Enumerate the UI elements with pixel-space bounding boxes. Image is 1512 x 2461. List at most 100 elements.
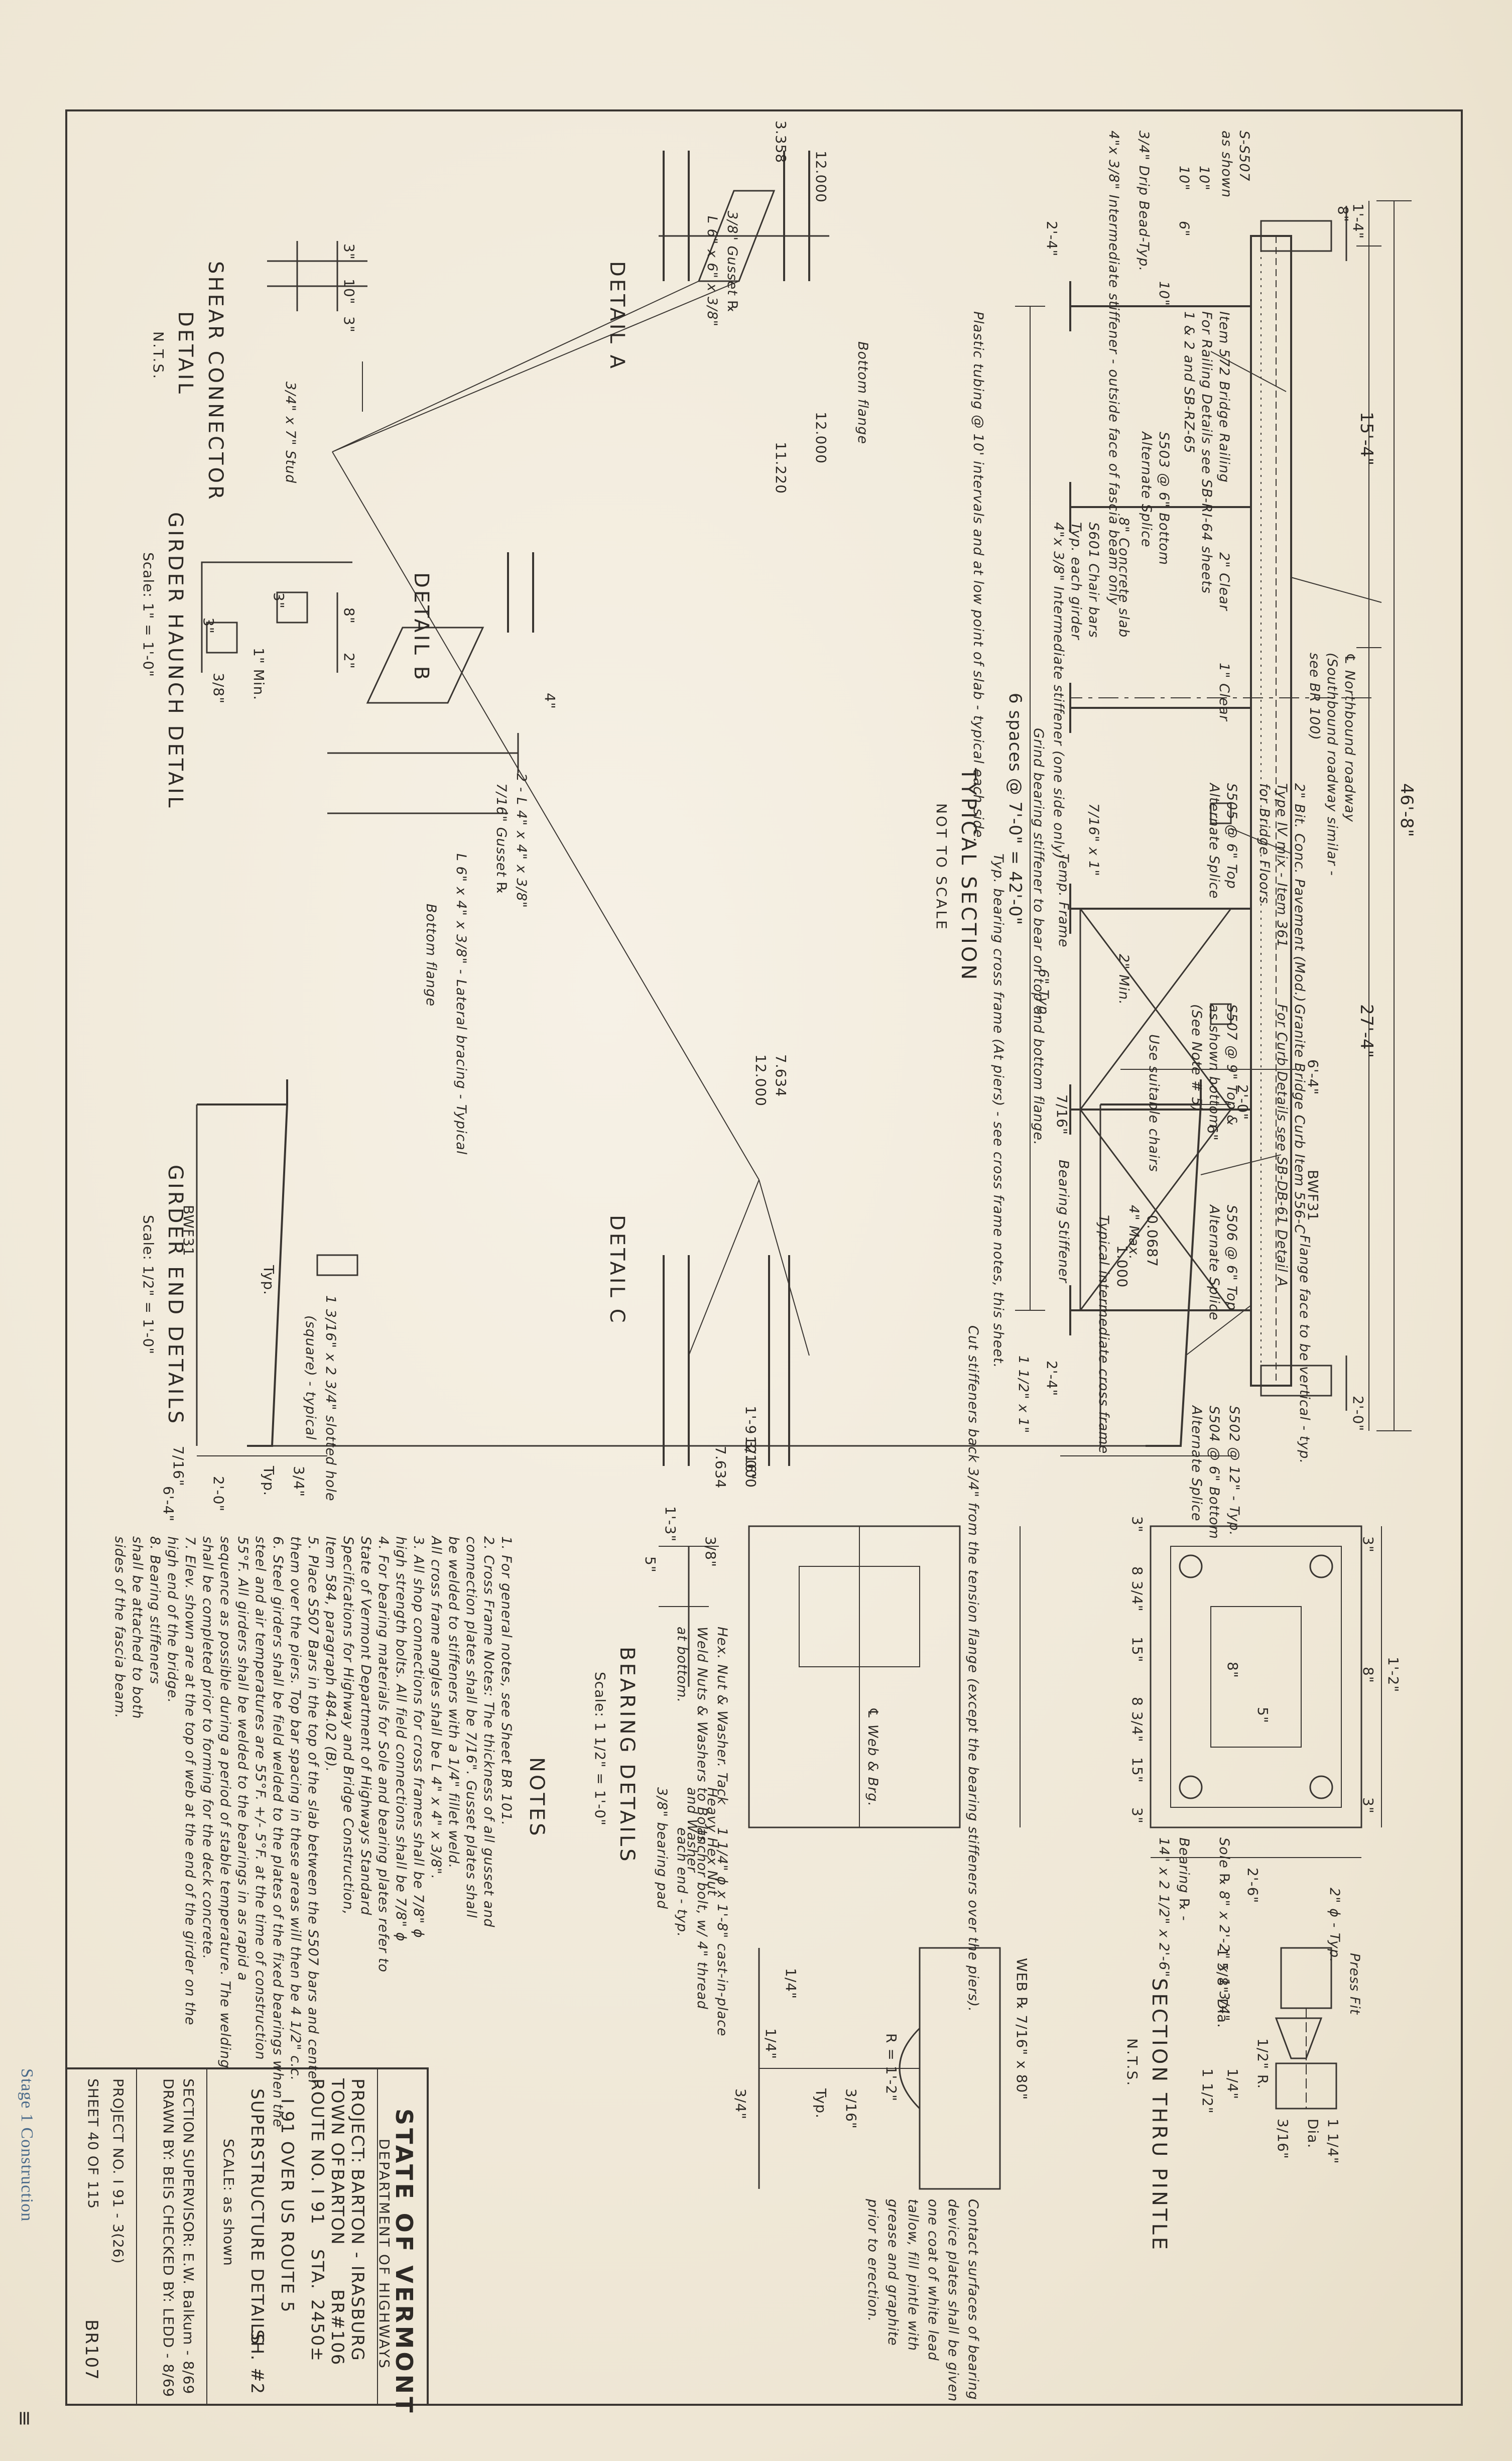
ts-note-34: S504 @ 6" Bottom [1206, 1406, 1222, 1540]
dim-1: 1'-4" [1350, 203, 1366, 239]
pintle-label-3: 1/2" R. [1254, 2038, 1271, 2089]
detail-c-label-0: 12.000 [752, 1054, 769, 1106]
note-line-8: State of Vermont Department of Highways … [358, 1536, 373, 1916]
haunch-label-2: 3" [271, 592, 287, 609]
web-detail-drawing [758, 1947, 1001, 2190]
ts-note-1: (Southbound roadway similar - [1324, 653, 1340, 876]
web-note-5: prior to erection. [865, 2199, 880, 2322]
girder-haunch-drawing [201, 561, 352, 673]
notes-title: NOTES [525, 1757, 548, 1838]
ts-note-5: 1 & 2 and SB-RZ-65 [1181, 311, 1197, 454]
stage-stamp: Stage 1 Construction [18, 2068, 36, 2222]
tb-section-supervisor: SECTION SUPERVISOR: E.W. Balkum - 8/69 [180, 2078, 197, 2395]
bd-dim-11: 8" [1224, 1662, 1241, 1678]
ts-note-21: 2" Clear [1216, 552, 1232, 611]
shear-connector-title2: DETAIL [174, 311, 197, 396]
ts-note-35: Alternate Splice [1189, 1406, 1204, 1522]
web-label-2: 3/16" [843, 2088, 859, 2129]
ts-note-31: Typ. bearing cross frame (At piers) - se… [990, 853, 1006, 1369]
ge-label-1: 2'-0" [1234, 1084, 1251, 1121]
detail-b-label-0: 2 - L 4" x 4" x 3/8" [514, 773, 529, 909]
note-line-13: 6. Steel girders shall be field welded t… [270, 1536, 286, 2128]
ts-note-30: Grind bearing stiffener to bear on top a… [1031, 728, 1046, 1146]
bd-dim-10: 5" [1254, 1707, 1271, 1724]
bd-dim-5: 8 3/4" [1129, 1566, 1146, 1612]
ts-note-11: S503 @ 6" Bottom [1156, 432, 1172, 566]
tb-scale: SCALE: as shown [220, 2139, 237, 2266]
detail-a-label-3: 12.000 [813, 151, 829, 203]
bd-dim-13: 1'-3" [662, 1506, 679, 1542]
ge-label-16: 2'-0" [210, 1476, 227, 1512]
shear-label-0: 3" [341, 243, 357, 260]
ts-note-10: For Curb Details see SB-DB-61 Detail A [1274, 1004, 1290, 1287]
bearing-details-scale: Scale: 1 1/2" = 1'-0" [592, 1672, 608, 1826]
ge-label-14: 3/4" [291, 1466, 307, 1497]
ge-label-7: Flange face to be vertical - typ. [1297, 1235, 1312, 1464]
web-label-3: Typ. [813, 2088, 829, 2119]
corner-mark: ≡ [13, 2410, 36, 2427]
note-line-16: sequence as possible during a period of … [217, 1536, 233, 2069]
ts-note-14: Alternate Splice [1206, 783, 1222, 899]
bd-dim-14: 5" [642, 1556, 659, 1573]
ts-note-40: 2" Min. [1116, 954, 1131, 1005]
ts-note-7: Type IV mix - Item 361 [1274, 783, 1290, 948]
ts-note-23: Use suitable chairs [1146, 1034, 1162, 1172]
note-line-5: 3. All shop connections for cross frames… [411, 1536, 426, 1938]
bd-dim-1: 3" [1360, 1536, 1376, 1553]
ge-label-3: BWF31 [1305, 1170, 1321, 1221]
bd-label-5: Hex. Nut & Washer. Tack [714, 1627, 730, 1805]
haunch-label-5: 3/8" [210, 673, 227, 704]
girder-haunch-scale: Scale: 1" = 1'-0" [140, 552, 157, 677]
ge-label-5: 1.000 [1114, 1245, 1130, 1288]
note-line-22: sides of the fascia beam. [112, 1536, 128, 1719]
ge-label-17: 6'-4" [160, 1486, 177, 1522]
note-line-15: 55°F. All girders shall be welded to the… [235, 1536, 250, 1981]
detail-c-title: DETAIL C [605, 1215, 628, 1325]
pintle-label-0: Press Fit [1347, 1953, 1362, 2015]
note-line-14: steel and air temperatures are 55°F. +/-… [253, 1536, 268, 2060]
web-note-3: tallow, fill pintle with [905, 2199, 921, 2352]
detail-b-label-4: 4" [542, 693, 558, 709]
pintle-title: SECTION THRU PINTLE [1148, 1978, 1171, 2253]
tb-br: BR#106 [327, 2289, 347, 2366]
haunch-label-3: 1" Min. [250, 648, 267, 701]
pintle-subtitle: N.T.S. [1124, 2038, 1141, 2087]
detail-b-label-1: 7/16" Gusset ℞ [493, 783, 509, 895]
bd-dim-8: 15" [1129, 1757, 1146, 1783]
shear-label-3: 3/4" x 7" Stud [283, 382, 298, 484]
haunch-label-4: 3" [200, 618, 217, 634]
ts-note-27: 3/4" Drip Bead-Typ. [1136, 131, 1152, 272]
ts-note-2: see BR 100) [1307, 653, 1322, 741]
bd-dim-12: 2'-6" [1244, 1868, 1261, 1904]
bd-dim-15: 3/8" [702, 1536, 719, 1567]
bearing-details-title: BEARING DETAILS [615, 1647, 639, 1864]
tb-project-label: PROJECT: [347, 2078, 367, 2164]
ts-note-8: for Bridge Floors [1256, 783, 1272, 904]
shear-connector-drawing [267, 241, 367, 412]
note-line-7: 4. For bearing materials for Sole and be… [375, 1536, 391, 1973]
detail-a-label-6: 3.358 [773, 120, 789, 164]
typical-section-subtitle: NOT TO SCALE [933, 803, 950, 931]
overall-width-dim: 46'-8" [1397, 783, 1417, 838]
bd-dim-7: 8 3/4" [1129, 1697, 1146, 1743]
bd-dim-4: 3" [1129, 1516, 1146, 1533]
detail-a-label-1: L 6" x 6" x 3/8" [704, 216, 720, 327]
ts-note-9: Granite Bridge Curb Item 556-C [1292, 1004, 1307, 1235]
tb-sheet-code: BR107 [81, 2319, 101, 2381]
ge-label-8: 1 3/16" x 2 3/4" slotted hole [323, 1295, 338, 1502]
bd-label-7: at bottom. [674, 1627, 690, 1703]
cross-frame-details [327, 151, 829, 1466]
detail-a-label-2: Bottom flange [855, 341, 870, 445]
bd-label-13: each end - typ. [674, 1827, 690, 1937]
web-label-6: 3/4" [732, 2088, 749, 2120]
ts-note-45: 10" [1176, 166, 1192, 191]
web-label-4: 1/4" [783, 1968, 799, 1999]
detail-a-title: DETAIL A [605, 261, 628, 371]
ts-note-22: 1" Clear [1216, 663, 1232, 721]
detail-c-label-3: 7.634 [712, 1446, 729, 1489]
ts-note-25: Typ. each girder [1068, 522, 1084, 640]
ts-note-49: 10" [1156, 281, 1172, 306]
girder-end-title: GIRDER END DETAILS [164, 1165, 187, 1426]
